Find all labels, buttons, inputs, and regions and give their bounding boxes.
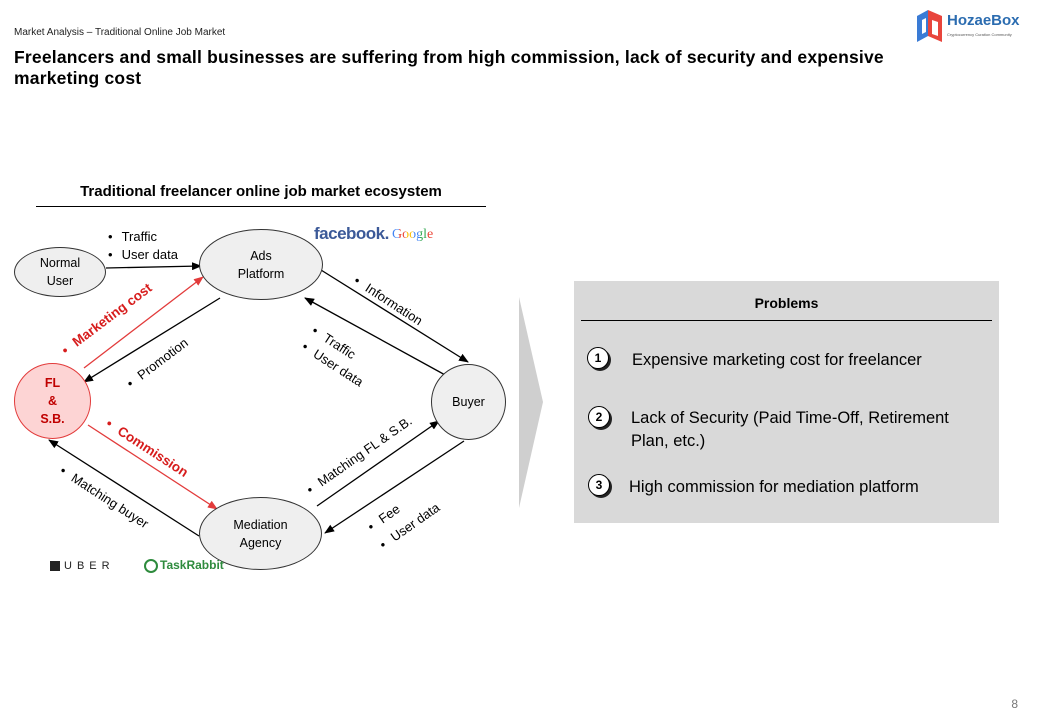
logo: HozaeBox Cryptocurrency Curation Communi… <box>914 6 1034 46</box>
node-fl-sb: FL & S.B. <box>14 363 91 439</box>
node-ads-platform: Ads Platform <box>199 229 323 300</box>
divider <box>581 320 992 321</box>
problems-title: Problems <box>754 295 819 311</box>
node-normal-user: Normal User <box>14 247 106 297</box>
cube-logo-icon <box>917 10 942 42</box>
arrow-fl-to-ads <box>83 276 204 369</box>
label-user-data: User data <box>108 246 178 264</box>
arrow-mediation-to-fl <box>48 439 200 537</box>
number-badge: 3 <box>588 474 610 496</box>
diagram-title: Traditional freelancer online job market… <box>80 183 442 200</box>
page-title: Freelancers and small businesses are suf… <box>14 47 884 88</box>
node-mediation-agency: Mediation Agency <box>199 497 322 570</box>
uber-logo: UBER <box>50 560 115 572</box>
logo-wordmark: HozaeBox <box>947 12 1020 29</box>
problem-item: Lack of Security (Paid Time-Off, Retirem… <box>631 409 949 450</box>
page-number: 8 <box>1011 697 1018 711</box>
number-badge: 2 <box>588 406 610 428</box>
problem-item: High commission for mediation platform <box>629 478 919 496</box>
arrow-buyer-to-ads <box>304 297 448 377</box>
problems-panel <box>574 281 999 523</box>
problem-item: Expensive marketing cost for freelancer <box>632 351 922 369</box>
number-badge: 1 <box>587 347 609 369</box>
label-traffic: Traffic <box>108 228 157 246</box>
node-buyer: Buyer <box>431 364 506 440</box>
facebook-logo: facebook. <box>314 224 389 243</box>
logo-tagline: Cryptocurrency Curation Community <box>947 32 1012 37</box>
arrow-mediation-to-buyer <box>316 420 440 507</box>
taskrabbit-icon <box>144 558 158 573</box>
chevron-arrow-icon <box>519 297 543 508</box>
arrow-ads-to-fl <box>83 297 221 383</box>
breadcrumb: Market Analysis – Traditional Online Job… <box>14 27 226 38</box>
arrow-fl-to-mediation <box>87 424 218 510</box>
arrow-user-to-ads <box>105 262 202 271</box>
uber-square-icon <box>50 561 60 572</box>
google-logo: Google <box>392 227 434 242</box>
arrow-buyer-to-mediation <box>324 440 465 534</box>
taskrabbit-logo: TaskRabbit <box>144 558 224 573</box>
divider <box>36 206 486 207</box>
